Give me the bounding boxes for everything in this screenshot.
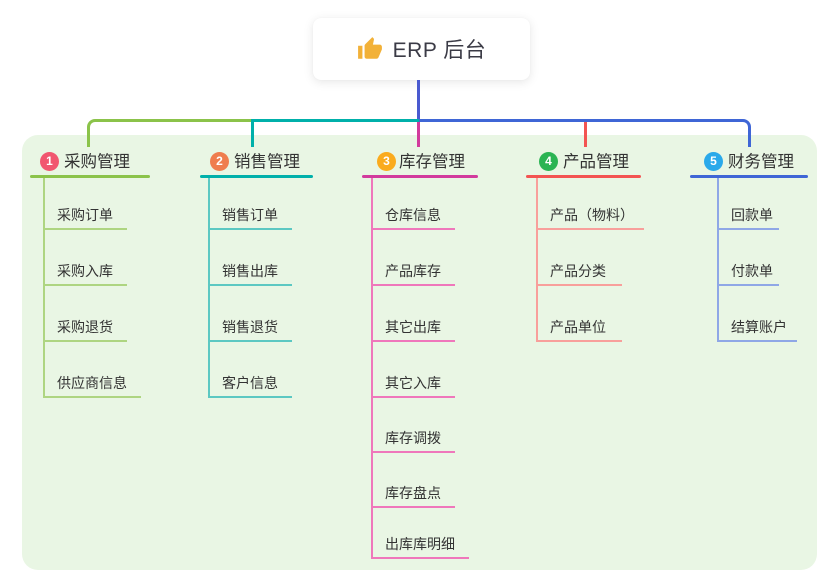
bus-drop-branch2 bbox=[251, 119, 254, 147]
branch3-rail bbox=[371, 178, 373, 559]
child-underline bbox=[208, 228, 292, 230]
child-node[interactable]: 其它出库 bbox=[385, 319, 441, 335]
branch3-badge: 3 bbox=[377, 152, 396, 171]
child-underline bbox=[536, 284, 622, 286]
child-node[interactable]: 仓库信息 bbox=[385, 207, 441, 223]
child-node[interactable]: 产品分类 bbox=[550, 263, 606, 279]
root-connector-line bbox=[417, 80, 420, 119]
child-node[interactable]: 销售订单 bbox=[222, 207, 278, 223]
thumbs-up-icon bbox=[357, 37, 382, 59]
branch1-underline bbox=[30, 175, 150, 178]
child-underline bbox=[371, 506, 455, 508]
branch5-underline bbox=[690, 175, 808, 178]
child-node[interactable]: 供应商信息 bbox=[57, 375, 127, 391]
child-node[interactable]: 产品库存 bbox=[385, 263, 441, 279]
branch1-badge: 1 bbox=[40, 152, 59, 171]
child-node[interactable]: 销售退货 bbox=[222, 319, 278, 335]
child-node[interactable]: 产品（物料） bbox=[550, 207, 634, 223]
branch5-badge: 5 bbox=[704, 152, 723, 171]
child-underline bbox=[208, 396, 292, 398]
child-node[interactable]: 回款单 bbox=[731, 207, 773, 223]
child-node[interactable]: 结算账户 bbox=[731, 319, 787, 335]
child-underline bbox=[43, 396, 141, 398]
child-underline bbox=[208, 340, 292, 342]
branch4-underline bbox=[526, 175, 641, 178]
child-underline bbox=[371, 396, 455, 398]
branch4-rail bbox=[536, 178, 538, 342]
branch4-badge: 4 bbox=[539, 152, 558, 171]
branch1-topic[interactable]: 采购管理 bbox=[64, 153, 130, 171]
child-node[interactable]: 产品单位 bbox=[550, 319, 606, 335]
child-underline bbox=[536, 340, 622, 342]
child-node[interactable]: 库存盘点 bbox=[385, 485, 441, 501]
child-underline bbox=[371, 284, 455, 286]
child-underline bbox=[717, 340, 797, 342]
child-node[interactable]: 付款单 bbox=[731, 263, 773, 279]
branch2-rail bbox=[208, 178, 210, 398]
child-underline bbox=[371, 340, 455, 342]
bus-connector-branch2 bbox=[253, 119, 419, 122]
child-underline bbox=[371, 228, 455, 230]
mindmap-panel bbox=[22, 135, 817, 570]
child-underline bbox=[43, 340, 127, 342]
root-node-label: ERP 后台 bbox=[392, 39, 487, 62]
branch4-topic[interactable]: 产品管理 bbox=[563, 153, 629, 171]
child-underline bbox=[717, 284, 779, 286]
child-node[interactable]: 采购退货 bbox=[57, 319, 113, 335]
child-underline bbox=[371, 557, 469, 559]
child-underline bbox=[43, 284, 127, 286]
bus-drop-branch4 bbox=[584, 122, 587, 147]
child-underline bbox=[208, 284, 292, 286]
branch3-topic[interactable]: 库存管理 bbox=[399, 153, 465, 171]
child-node[interactable]: 客户信息 bbox=[222, 375, 278, 391]
child-node[interactable]: 销售出库 bbox=[222, 263, 278, 279]
bus-drop-branch3 bbox=[417, 122, 420, 147]
branch5-topic[interactable]: 财务管理 bbox=[728, 153, 794, 171]
child-underline bbox=[536, 228, 644, 230]
branch2-badge: 2 bbox=[210, 152, 229, 171]
child-underline bbox=[43, 228, 127, 230]
child-node[interactable]: 其它入库 bbox=[385, 375, 441, 391]
bus-connector-branch5 bbox=[419, 119, 751, 147]
child-node[interactable]: 采购入库 bbox=[57, 263, 113, 279]
branch1-rail bbox=[43, 178, 45, 398]
root-node[interactable]: ERP 后台 bbox=[313, 18, 530, 80]
branch3-underline bbox=[362, 175, 478, 178]
child-node[interactable]: 库存调拨 bbox=[385, 430, 441, 446]
child-underline bbox=[371, 451, 455, 453]
branch2-underline bbox=[200, 175, 313, 178]
branch5-rail bbox=[717, 178, 719, 342]
child-node[interactable]: 采购订单 bbox=[57, 207, 113, 223]
child-node[interactable]: 出库库明细 bbox=[385, 536, 455, 552]
child-underline bbox=[717, 228, 779, 230]
bus-connector-branch1 bbox=[87, 119, 253, 147]
branch2-topic[interactable]: 销售管理 bbox=[234, 153, 300, 171]
